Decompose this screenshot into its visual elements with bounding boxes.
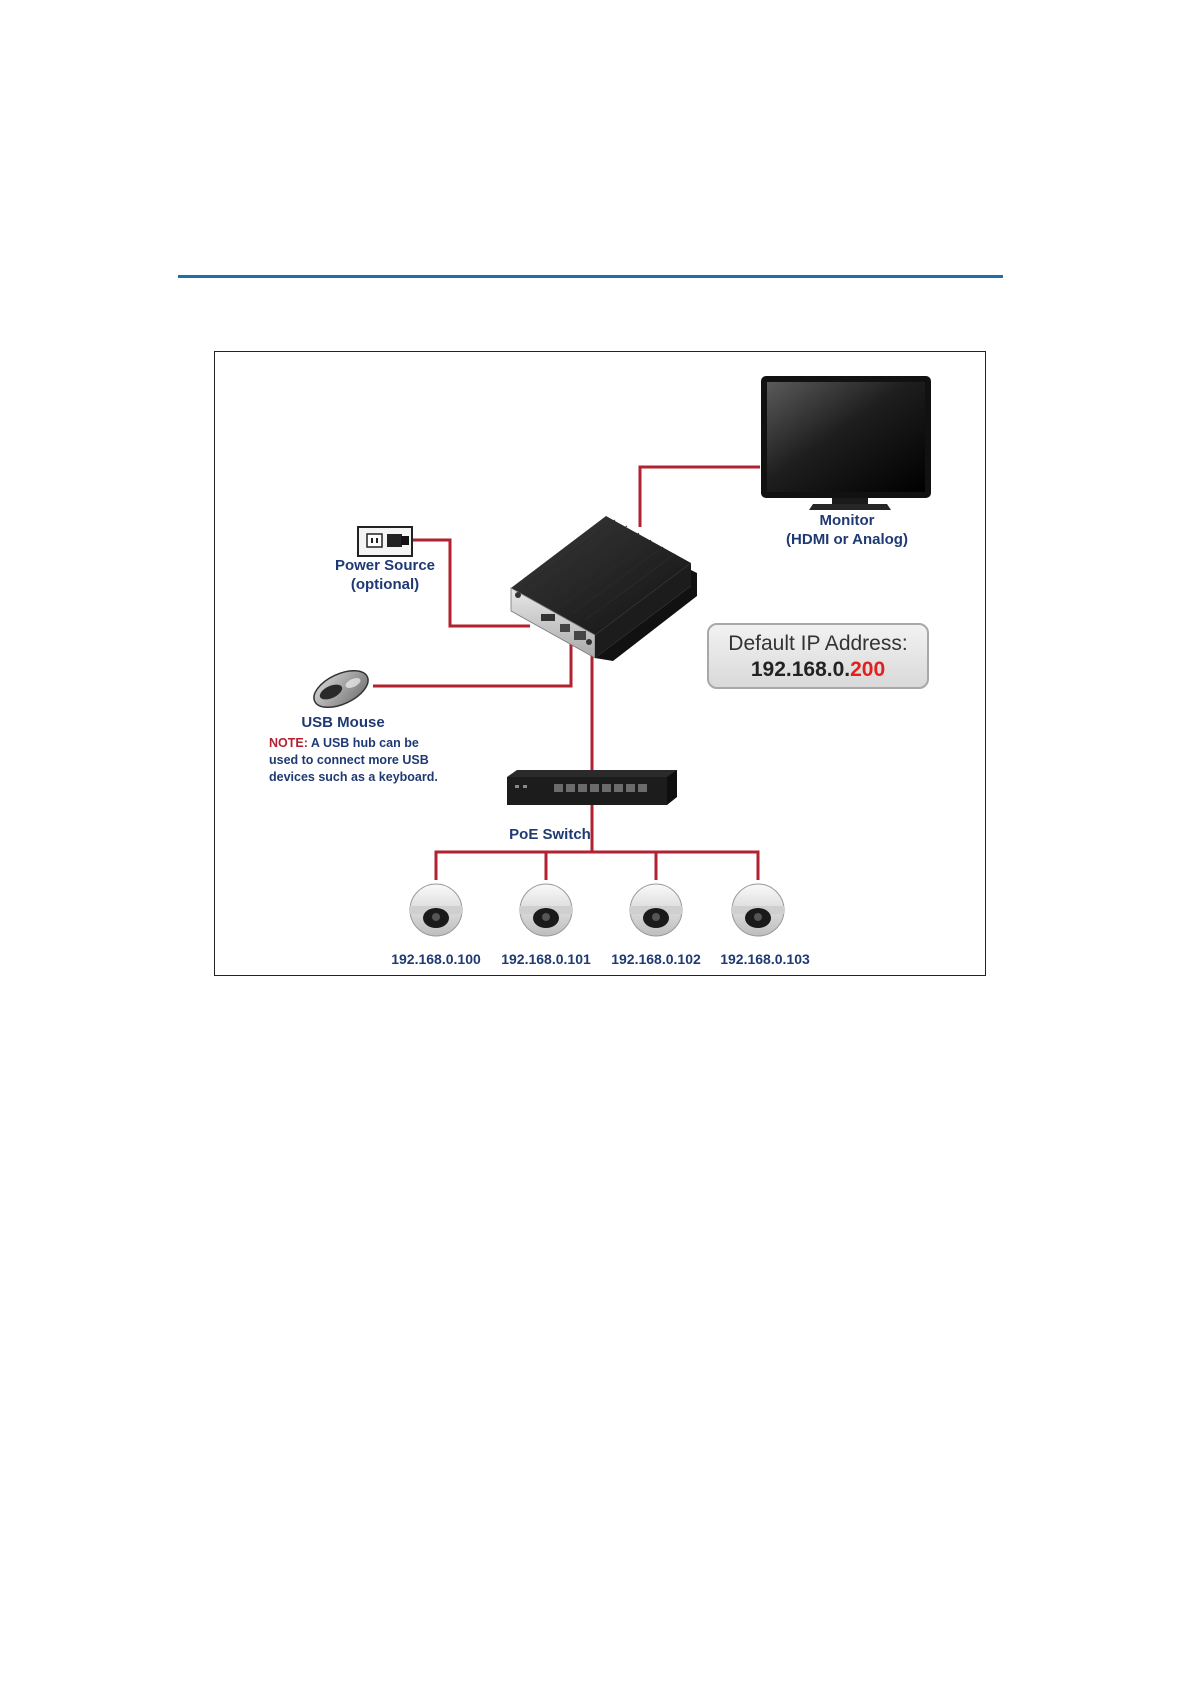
usb-note-line-2: used to connect more USB [269,752,438,769]
monitor-label: Monitor (HDMI or Analog) [781,512,913,548]
camera-ip-2: 192.168.0.101 [491,951,601,967]
header-rule [178,275,1003,278]
cable-camera-bus [436,852,758,880]
camera-icon-1 [410,884,462,936]
cable-monitor [640,467,760,527]
camera-ip-1: 192.168.0.100 [381,951,491,967]
nvr-box-icon [511,516,697,661]
power-source-label: Power Source (optional) [325,557,445,593]
cables [373,467,760,880]
monitor-name: Monitor [781,512,913,529]
poe-switch-label: PoE Switch [505,826,595,843]
camera-icon-4 [732,884,784,936]
camera-ip-3: 192.168.0.102 [601,951,711,967]
default-ip-box: Default IP Address: 192.168.0.200 [707,623,929,689]
monitor-detail: (HDMI or Analog) [781,531,913,548]
cable-mouse [373,642,571,686]
power-outlet-icon [358,527,412,556]
default-ip-value: 192.168.0.200 [709,658,927,682]
poe-switch-icon [507,770,677,805]
power-source-detail: (optional) [325,576,445,593]
usb-mouse-label: USB Mouse [295,714,391,731]
camera-ip-4: 192.168.0.103 [710,951,820,967]
default-ip-title: Default IP Address: [709,632,927,656]
camera-icon-3 [630,884,682,936]
monitor-icon [761,376,931,510]
usb-note: NOTE: A USB hub can be used to connect m… [269,735,438,786]
power-source-name: Power Source [325,557,445,574]
camera-icon-2 [520,884,572,936]
usb-note-line-3: devices such as a keyboard. [269,769,438,786]
default-ip-prefix: 192.168.0. [751,658,850,681]
network-diagram: Monitor (HDMI or Analog) Power Source (o… [214,351,986,976]
default-ip-suffix: 200 [850,658,885,681]
usb-note-line-1: A USB hub can be [311,736,419,750]
usb-mouse-icon [308,663,373,715]
usb-note-label: NOTE: [269,736,308,750]
